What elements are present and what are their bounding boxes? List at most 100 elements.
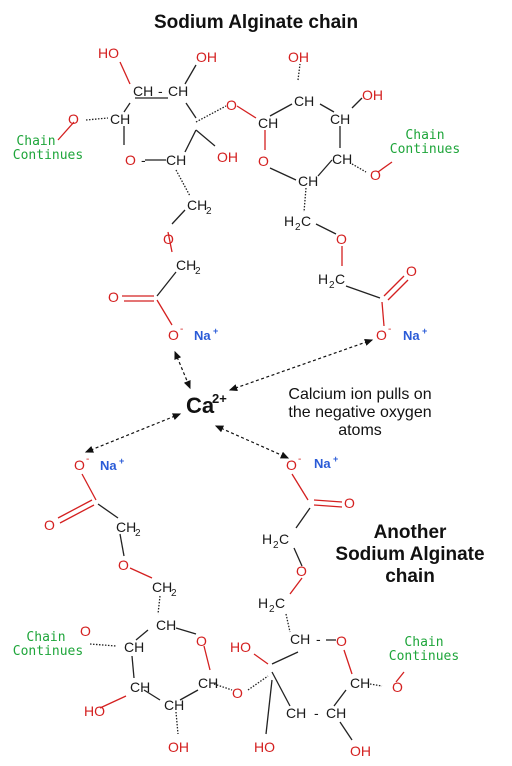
svg-text:2: 2 bbox=[329, 280, 335, 291]
svg-text:O: O bbox=[168, 327, 179, 343]
svg-text:C: C bbox=[275, 595, 285, 611]
svg-text:OH: OH bbox=[362, 87, 383, 103]
svg-text:CH: CH bbox=[286, 705, 306, 721]
calcium-annotation: Calcium ion pulls on the negative oxygen… bbox=[288, 386, 431, 439]
svg-text:CH: CH bbox=[166, 152, 186, 168]
svg-text:+: + bbox=[422, 326, 427, 336]
svg-text:O: O bbox=[232, 685, 243, 701]
svg-text:CH: CH bbox=[330, 111, 350, 127]
svg-text:Na: Na bbox=[100, 458, 117, 473]
svg-text:CH: CH bbox=[176, 257, 196, 273]
svg-text:CH: CH bbox=[124, 639, 144, 655]
svg-text:Na: Na bbox=[403, 328, 420, 343]
svg-text:2: 2 bbox=[206, 206, 212, 217]
svg-text:+: + bbox=[119, 456, 124, 466]
svg-text:Na: Na bbox=[194, 328, 211, 343]
svg-text:CH: CH bbox=[130, 679, 150, 695]
chain-continues-bottom-right: Chain Continues bbox=[389, 635, 459, 664]
svg-text:OH: OH bbox=[350, 743, 371, 759]
svg-text:2: 2 bbox=[273, 540, 279, 551]
svg-text:C: C bbox=[335, 271, 345, 287]
svg-text:O: O bbox=[344, 495, 355, 511]
svg-text:OH: OH bbox=[168, 739, 189, 755]
svg-text:O: O bbox=[226, 97, 237, 113]
attraction-arrows bbox=[84, 338, 374, 459]
svg-text:O: O bbox=[74, 457, 85, 473]
svg-text:O: O bbox=[336, 633, 347, 649]
svg-text:2: 2 bbox=[295, 222, 301, 233]
svg-text:O: O bbox=[376, 327, 387, 343]
svg-text:atoms: atoms bbox=[338, 422, 382, 439]
svg-text:CH: CH bbox=[294, 93, 314, 109]
svg-text:O: O bbox=[163, 231, 174, 247]
chain-continues-bottom-left: Chain Continues bbox=[13, 630, 83, 659]
svg-text:2: 2 bbox=[195, 266, 201, 277]
svg-text:O: O bbox=[196, 633, 207, 649]
svg-text:O: O bbox=[258, 153, 269, 169]
svg-text:-: - bbox=[158, 83, 163, 99]
svg-text:-: - bbox=[86, 454, 89, 465]
svg-text:Chain: Chain bbox=[405, 128, 444, 143]
svg-text:H: H bbox=[284, 213, 294, 229]
svg-text:C: C bbox=[301, 213, 311, 229]
svg-text:-: - bbox=[314, 705, 319, 721]
svg-text:Na: Na bbox=[314, 456, 331, 471]
svg-text:HO: HO bbox=[230, 639, 251, 655]
svg-text:CH: CH bbox=[168, 83, 188, 99]
svg-text:Continues: Continues bbox=[13, 148, 83, 163]
svg-text:CH: CH bbox=[198, 675, 218, 691]
svg-text:O: O bbox=[80, 623, 91, 639]
svg-text:the negative oxygen: the negative oxygen bbox=[288, 404, 431, 421]
svg-text:HO: HO bbox=[254, 739, 275, 755]
svg-text:2: 2 bbox=[135, 528, 141, 539]
svg-text:+: + bbox=[213, 326, 218, 336]
bottom-title-line1: Another bbox=[374, 522, 447, 543]
bottom-title-line3: chain bbox=[385, 566, 435, 587]
svg-text:O: O bbox=[44, 517, 55, 533]
svg-text:O: O bbox=[118, 557, 129, 573]
svg-text:C: C bbox=[279, 531, 289, 547]
svg-text:O: O bbox=[125, 152, 136, 168]
svg-text:+: + bbox=[333, 454, 338, 464]
svg-text:O: O bbox=[392, 679, 403, 695]
svg-text:-: - bbox=[180, 324, 183, 335]
svg-text:H: H bbox=[318, 271, 328, 287]
svg-text:CH: CH bbox=[187, 197, 207, 213]
svg-text:Chain: Chain bbox=[16, 134, 55, 149]
svg-text:O: O bbox=[286, 457, 297, 473]
calcium-ion: Ca 2+ bbox=[186, 391, 227, 418]
svg-text:2+: 2+ bbox=[212, 391, 227, 406]
svg-text:CH: CH bbox=[156, 617, 176, 633]
svg-text:CH: CH bbox=[258, 115, 278, 131]
svg-text:Chain: Chain bbox=[26, 630, 65, 645]
svg-text:Continues: Continues bbox=[13, 644, 83, 659]
svg-text:CH: CH bbox=[298, 173, 318, 189]
svg-text:OH: OH bbox=[196, 49, 217, 65]
chain-continues-top-right: Chain Continues bbox=[390, 128, 460, 157]
bottom-chain-atoms: O - Na + O CH 2 O CH 2 CH O O CH CH CH C… bbox=[44, 454, 403, 759]
svg-text:O: O bbox=[370, 167, 381, 183]
chain-continues-top-left: Chain Continues bbox=[13, 134, 83, 163]
svg-text:H: H bbox=[258, 595, 268, 611]
svg-text:CH: CH bbox=[350, 675, 370, 691]
svg-text:-: - bbox=[298, 454, 301, 465]
svg-text:OH: OH bbox=[288, 49, 309, 65]
svg-text:OH: OH bbox=[217, 149, 238, 165]
svg-text:O: O bbox=[68, 111, 79, 127]
bottom-title-line2: Sodium Alginate bbox=[335, 544, 484, 565]
svg-text:CH: CH bbox=[152, 579, 172, 595]
svg-text:H: H bbox=[262, 531, 272, 547]
svg-text:Continues: Continues bbox=[390, 142, 460, 157]
svg-text:O: O bbox=[108, 289, 119, 305]
svg-text:2: 2 bbox=[171, 588, 177, 599]
svg-text:Continues: Continues bbox=[389, 649, 459, 664]
svg-text:Chain: Chain bbox=[404, 635, 443, 650]
svg-text:CH: CH bbox=[326, 705, 346, 721]
svg-text:HO: HO bbox=[84, 703, 105, 719]
svg-text:O: O bbox=[336, 231, 347, 247]
bottom-chain-bonds bbox=[57, 473, 405, 741]
svg-text:O: O bbox=[406, 263, 417, 279]
svg-text:2: 2 bbox=[269, 604, 275, 615]
svg-text:CH: CH bbox=[290, 631, 310, 647]
